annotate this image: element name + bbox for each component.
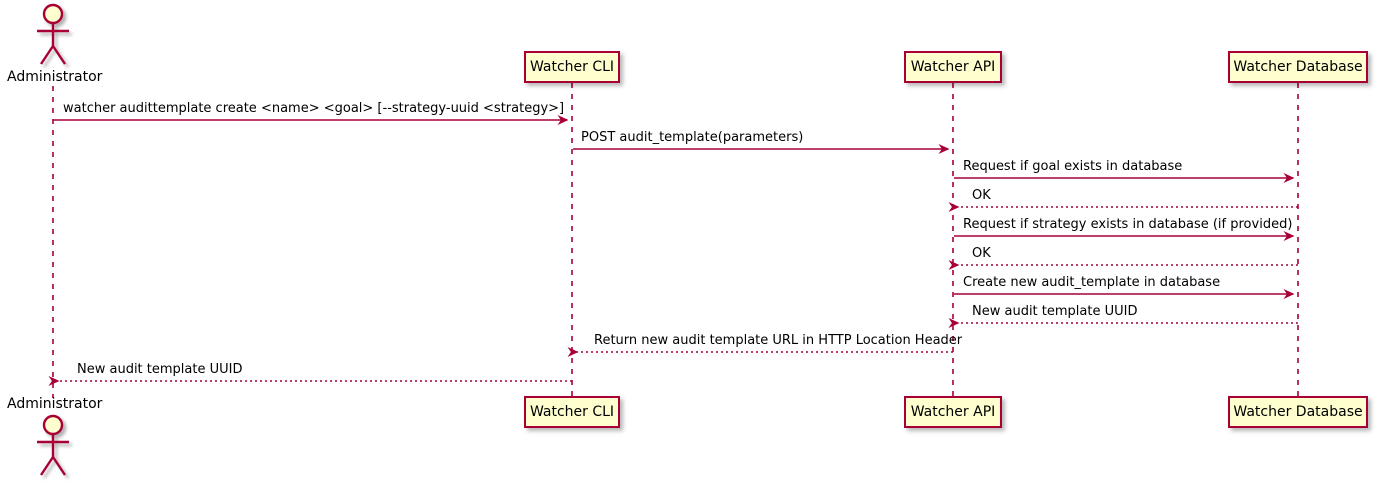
participant-label: Watcher API <box>910 404 996 420</box>
actor-administrator-bottom <box>37 414 69 476</box>
participant-header-watcher-api[interactable]: Watcher API <box>904 51 1002 83</box>
message-label-1: watcher audittemplate create <name> <goa… <box>63 101 564 116</box>
message-text: Return new audit template URL in HTTP Lo… <box>594 333 963 348</box>
message-text: New audit template UUID <box>77 362 243 377</box>
messages <box>48 115 1298 386</box>
message-label-3: Request if goal exists in database <box>963 159 1182 174</box>
message-text: OK <box>972 246 991 261</box>
message-label-6: OK <box>972 246 991 261</box>
actor-leg-left <box>40 45 54 65</box>
actor-label-administrator-bottom: Administrator <box>7 396 102 412</box>
participant-label: Watcher Database <box>1233 404 1363 420</box>
participant-label: Watcher API <box>910 59 996 75</box>
message-text: Create new audit_template in database <box>963 275 1221 290</box>
message-text: Request if strategy exists in database (… <box>963 217 1293 232</box>
participant-label: Watcher Database <box>1233 59 1363 75</box>
message-label-10: New audit template UUID <box>77 362 242 377</box>
actor-head-icon <box>42 414 64 436</box>
actor-administrator-top <box>37 3 69 65</box>
participant-label: Watcher CLI <box>529 59 615 75</box>
participant-label: Watcher CLI <box>529 404 615 420</box>
message-text: OK <box>972 188 991 203</box>
message-text: POST audit_template(parameters) <box>581 130 804 145</box>
actor-label-administrator-top: Administrator <box>7 69 102 85</box>
message-label-2: POST audit_template(parameters) <box>581 130 803 145</box>
message-label-4: OK <box>972 188 991 203</box>
message-label-5: Request if strategy exists in database (… <box>963 217 1292 232</box>
actor-leg-right <box>52 456 66 476</box>
participant-footer-watcher-api[interactable]: Watcher API <box>904 396 1002 428</box>
message-text: watcher audittemplate create <name> <goa… <box>63 101 565 116</box>
message-label-7: Create new audit_template in database <box>963 275 1220 290</box>
actor-head-icon <box>42 3 64 25</box>
lifelines <box>52 83 1299 398</box>
message-label-9: Return new audit template URL in HTTP Lo… <box>594 333 962 348</box>
participant-footer-watcher-database[interactable]: Watcher Database <box>1228 396 1368 428</box>
participant-header-watcher-cli[interactable]: Watcher CLI <box>524 51 620 83</box>
message-text: New audit template UUID <box>972 304 1138 319</box>
actor-leg-right <box>52 45 66 65</box>
actor-leg-left <box>40 456 54 476</box>
actor-label-text: Administrator <box>7 69 103 85</box>
participant-header-watcher-database[interactable]: Watcher Database <box>1228 51 1368 83</box>
message-label-8: New audit template UUID <box>972 304 1137 319</box>
participant-footer-watcher-cli[interactable]: Watcher CLI <box>524 396 620 428</box>
message-text: Request if goal exists in database <box>963 159 1183 174</box>
actor-label-text: Administrator <box>7 396 103 412</box>
